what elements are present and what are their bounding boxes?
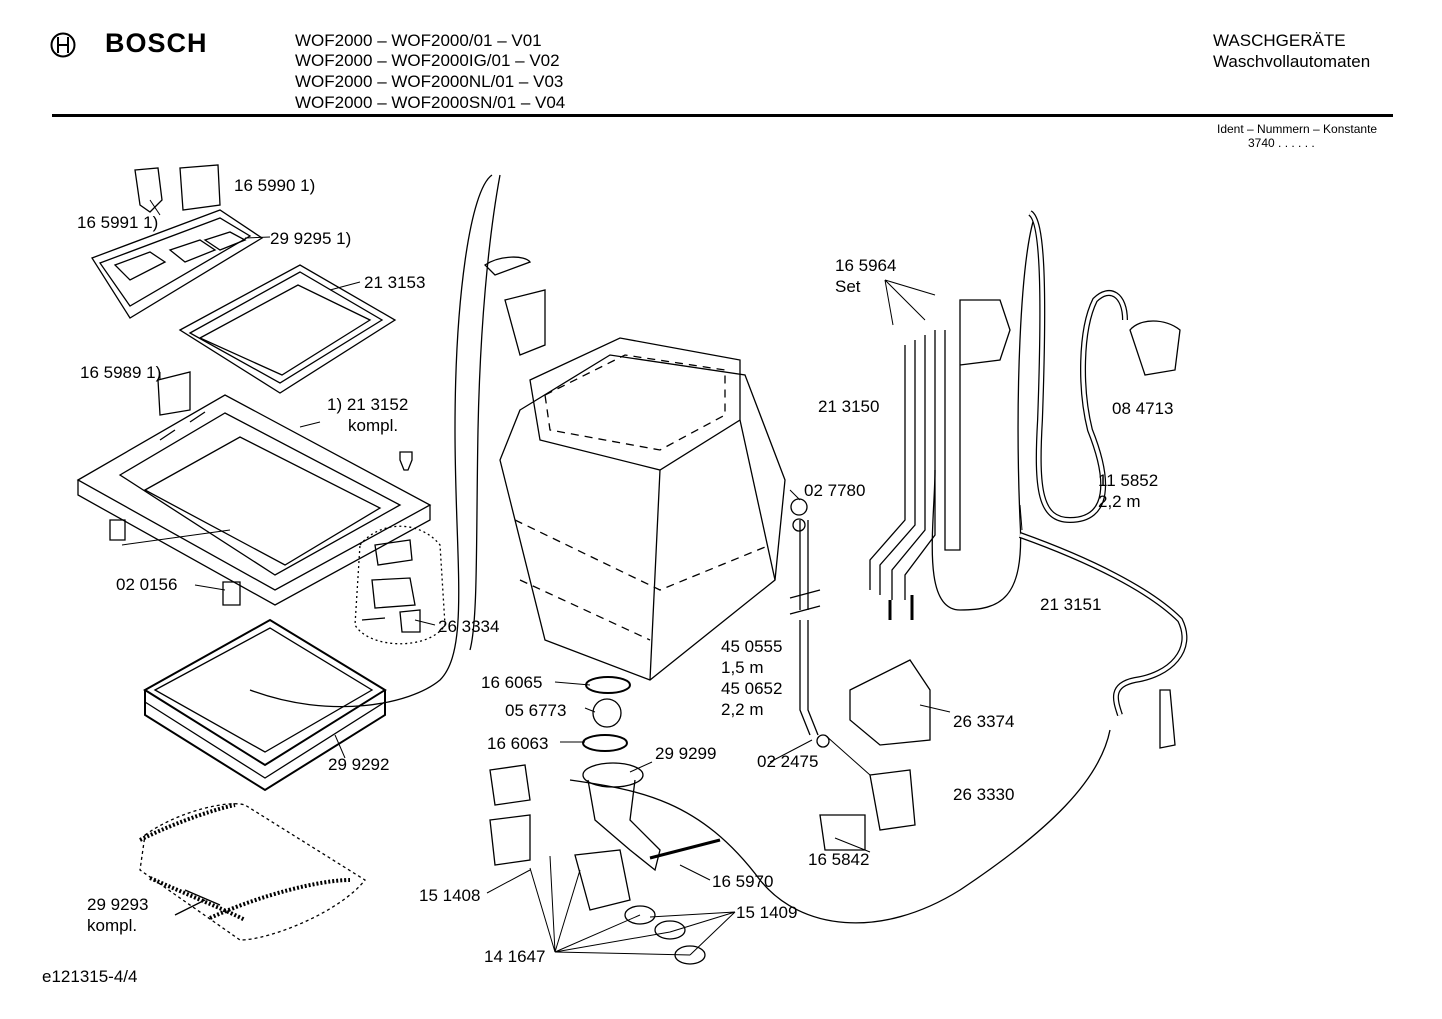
clip-165991 bbox=[134, 167, 163, 213]
part-label-141647: 14 1647 bbox=[484, 947, 546, 966]
part-label-299292: 29 9292 bbox=[328, 755, 390, 774]
part-label-165989: 16 5989 1) bbox=[80, 363, 162, 382]
part-label-299293-kompl: kompl. bbox=[87, 916, 138, 935]
hose-holder-icon bbox=[1159, 689, 1176, 749]
part-label-450652-length: 2,2 m bbox=[721, 700, 764, 719]
part-label-166065: 16 6065 bbox=[481, 673, 543, 692]
ident-value: 3740 . . . . . . bbox=[1248, 136, 1315, 150]
drawing-id: e121315-4/4 bbox=[42, 967, 138, 986]
drain-hose-outline bbox=[569, 729, 1111, 924]
part-label-450555-length: 1,5 m bbox=[721, 658, 764, 677]
part-label-165964-set: Set bbox=[835, 277, 861, 296]
spring-set-299293 bbox=[139, 803, 366, 941]
part-label-450555: 45 0555 bbox=[721, 637, 783, 656]
ball-056773 bbox=[592, 698, 622, 728]
bosch-logo-icon bbox=[50, 32, 76, 58]
part-label-213151: 21 3151 bbox=[1040, 595, 1102, 614]
part-label-299293: 29 9293 bbox=[87, 895, 149, 914]
model-line-3: WOF2000 – WOF2000NL/01 – V03 bbox=[295, 72, 564, 91]
screw-icon bbox=[399, 451, 413, 471]
part-label-165964: 16 5964 bbox=[835, 256, 897, 275]
bellows-icon bbox=[504, 289, 546, 356]
part-label-165842: 16 5842 bbox=[808, 850, 870, 869]
door-seal-299292 bbox=[143, 618, 387, 792]
model-line-1: WOF2000 – WOF2000/01 – V01 bbox=[295, 31, 542, 50]
front-panel-outline bbox=[249, 174, 493, 708]
part-label-151409: 15 1409 bbox=[736, 903, 798, 922]
switch-module-outline bbox=[354, 525, 446, 645]
seal-166063 bbox=[582, 734, 628, 752]
inlet-hose-outline bbox=[931, 214, 1036, 611]
model-line-2: WOF2000 – WOF2000IG/01 – V02 bbox=[295, 51, 560, 70]
part-label-165990: 16 5990 1) bbox=[234, 176, 316, 195]
cap-165990 bbox=[179, 164, 221, 211]
detergent-drawer-top bbox=[91, 209, 264, 319]
part-label-299299: 29 9299 bbox=[655, 744, 717, 763]
part-label-151408: 15 1408 bbox=[419, 886, 481, 905]
part-label-165991: 16 5991 1) bbox=[77, 213, 159, 232]
part-label-115852-length: 2,2 m bbox=[1098, 492, 1141, 511]
part-label-213153: 21 3153 bbox=[364, 273, 426, 292]
top-frame-213152 bbox=[76, 394, 432, 606]
drain-pump bbox=[489, 762, 706, 965]
valve-165842 bbox=[819, 814, 866, 851]
wash-tub bbox=[499, 337, 786, 681]
washer-027780 bbox=[790, 498, 808, 516]
brand-name: BOSCH bbox=[105, 28, 208, 58]
part-label-166063: 16 6063 bbox=[487, 734, 549, 753]
leader-lines bbox=[121, 199, 1023, 956]
header-rule bbox=[52, 114, 1393, 117]
model-line-4: WOF2000 – WOF2000SN/01 – V04 bbox=[295, 93, 566, 112]
part-label-027780: 02 7780 bbox=[804, 481, 866, 500]
category-subtitle: Waschvollautomaten bbox=[1213, 52, 1371, 71]
clip-020156b bbox=[222, 581, 241, 606]
valve-263374 bbox=[849, 659, 931, 746]
category-title: WASCHGERÄTE bbox=[1213, 31, 1346, 50]
detergent-drawer-213153 bbox=[178, 264, 397, 394]
hose-213151 bbox=[1018, 532, 1188, 716]
part-label-263374: 26 3374 bbox=[953, 712, 1015, 731]
part-label-213150: 21 3150 bbox=[818, 397, 880, 416]
part-label-056773: 05 6773 bbox=[505, 701, 567, 720]
part-label-450652: 45 0652 bbox=[721, 679, 783, 698]
clip-020156a bbox=[109, 519, 126, 541]
inlet-hose-450555 bbox=[799, 520, 819, 736]
part-label-213152: 1) 21 3152 bbox=[327, 395, 409, 414]
part-label-084713: 08 4713 bbox=[1112, 399, 1174, 418]
hose-165970 bbox=[649, 838, 721, 860]
seal-166065 bbox=[585, 676, 631, 694]
part-label-022475: 02 2475 bbox=[757, 752, 819, 771]
clip-165989 bbox=[157, 371, 191, 416]
part-label-165970: 16 5970 bbox=[712, 872, 774, 891]
part-label-299295: 29 9295 1) bbox=[270, 229, 352, 248]
part-label-263330: 26 3330 bbox=[953, 785, 1015, 804]
part-label-115852: 11 5852 bbox=[1098, 471, 1159, 490]
part-label-213152-kompl: kompl. bbox=[348, 416, 399, 435]
hose-clamp-084713 bbox=[1129, 320, 1181, 376]
part-label-020156: 02 0156 bbox=[116, 575, 178, 594]
valve-263330 bbox=[869, 769, 916, 831]
water-inlet-pipes bbox=[869, 299, 1011, 600]
washer-022475 bbox=[816, 734, 830, 748]
part-label-263334: 26 3334 bbox=[438, 617, 500, 636]
ident-label: Ident – Nummern – Konstante bbox=[1217, 122, 1378, 136]
